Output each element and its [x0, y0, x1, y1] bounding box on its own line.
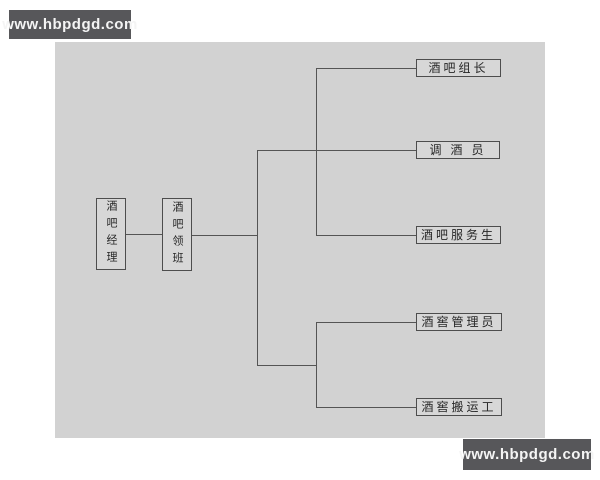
- node-bartender: 调 酒 员: [416, 141, 500, 159]
- connector-row-cellar-keeper: [316, 322, 416, 323]
- connector-upper-trunk: [316, 68, 317, 235]
- connector-main-to-lower-trunk: [257, 365, 317, 366]
- connector-row-waiter: [316, 235, 416, 236]
- connector-foreman-trunk: [192, 235, 258, 236]
- node-cellar-porter: 酒窖搬运工: [416, 398, 502, 416]
- node-bar-foreman: 酒吧领班: [162, 198, 192, 271]
- watermark-bottom: www.hbpdgd.com: [459, 439, 594, 470]
- org-chart-panel: 酒吧经理 酒吧领班 酒吧组长 调 酒 员 酒吧服务生 酒窖管理员 酒窖搬运工: [55, 42, 545, 438]
- connector-lower-trunk: [316, 322, 317, 407]
- connector-row-bartender: [257, 150, 416, 151]
- node-bar-waiter: 酒吧服务生: [416, 226, 501, 244]
- node-bar-group-leader: 酒吧组长: [416, 59, 501, 77]
- node-cellar-keeper: 酒窖管理员: [416, 313, 502, 331]
- node-bar-manager: 酒吧经理: [96, 198, 126, 270]
- connector-row-cellar-porter: [316, 407, 416, 408]
- connector-main-trunk: [257, 150, 258, 366]
- connector-manager-foreman: [126, 234, 162, 235]
- connector-row-group-leader: [316, 68, 416, 69]
- watermark-top: www.hbpdgd.com: [2, 10, 137, 39]
